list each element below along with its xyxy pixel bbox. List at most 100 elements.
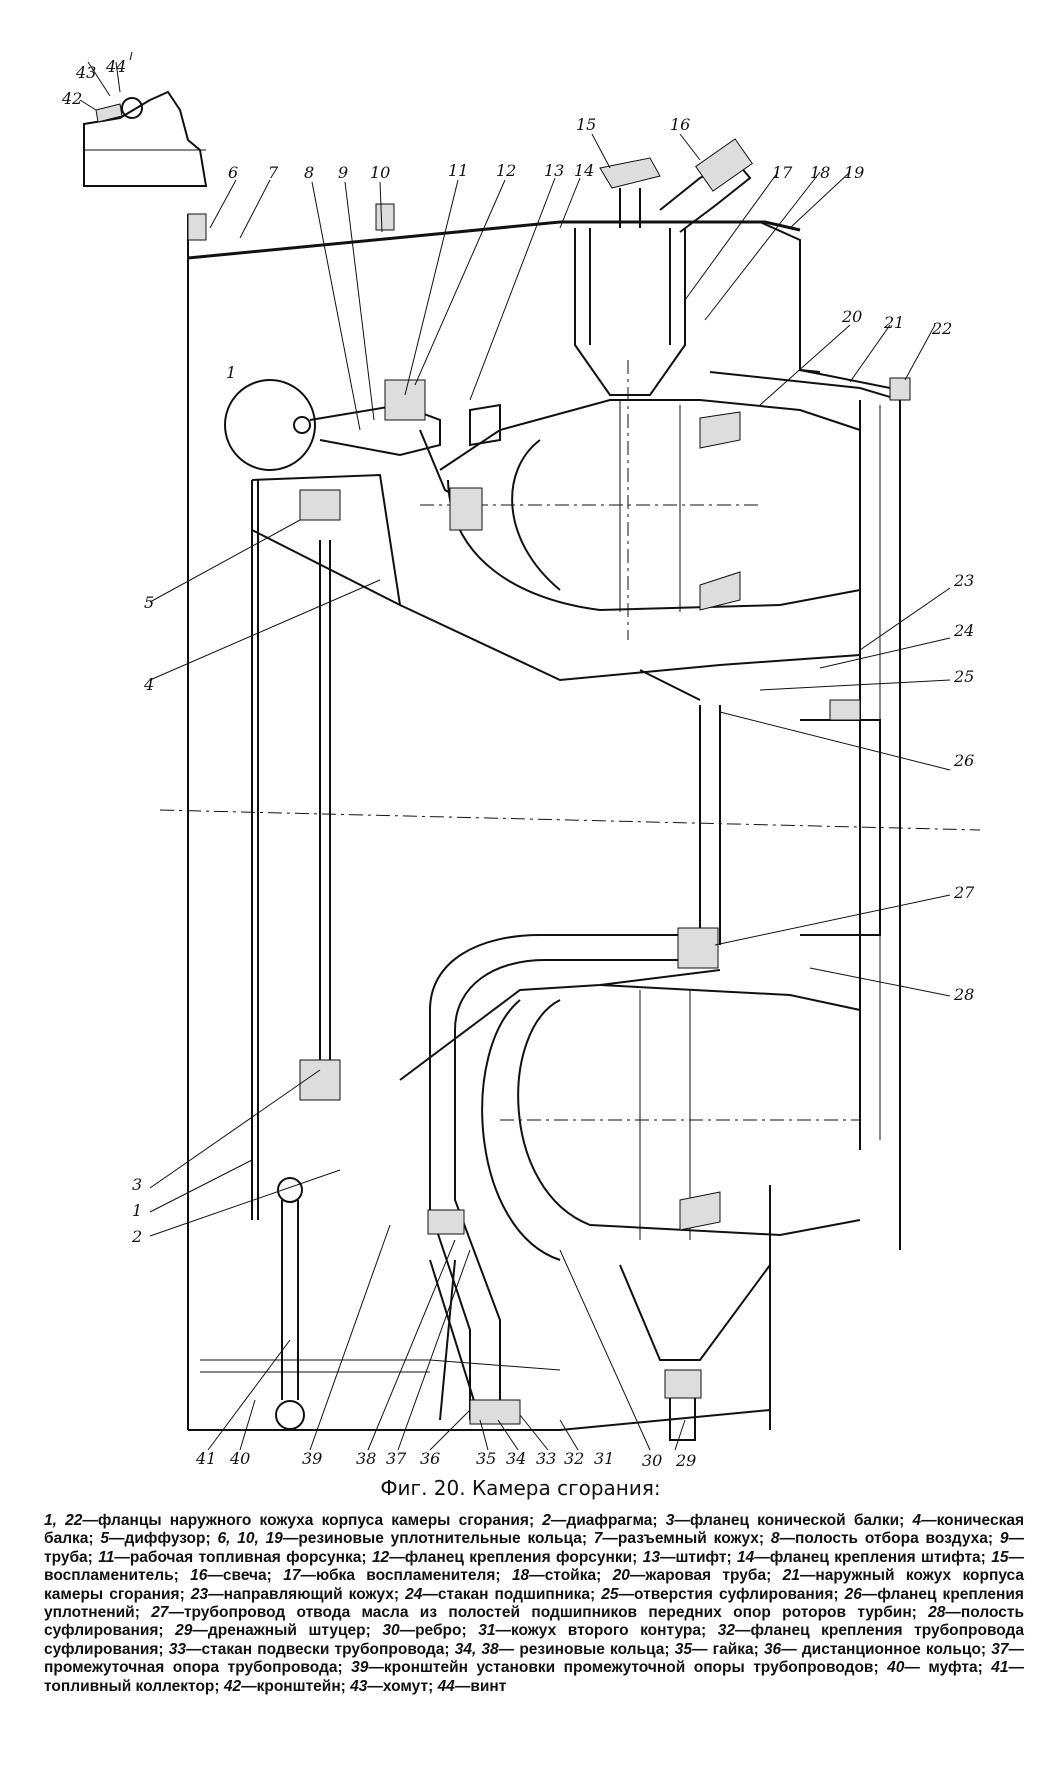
legend-item-text: —полость суфлирования; xyxy=(44,1604,1024,1640)
legend-item-text: —фланец крепления штифта; xyxy=(754,1548,986,1566)
callout-43: 43 xyxy=(75,63,96,82)
legend-item: 3—фланец конической балки; xyxy=(666,1512,905,1529)
legend-item-number: 33 xyxy=(168,1640,186,1658)
legend-item-number: 5 xyxy=(100,1530,110,1548)
bearing-housing xyxy=(639,669,881,945)
legend-item-number: 8 xyxy=(770,1530,780,1548)
legend-item: 14—фланец крепления штифта; xyxy=(737,1549,986,1566)
legend-item-text: —жаровая труба; xyxy=(629,1567,772,1585)
legend-item-text: — резиновые кольца; xyxy=(498,1640,670,1658)
legend-item-number: 28 xyxy=(928,1604,946,1622)
legend-item: 39—кронштейн установки промежуточной опо… xyxy=(351,1659,878,1676)
legend-item-number: 4 xyxy=(912,1512,922,1529)
callout-35: 35 xyxy=(476,1449,496,1468)
legend-item: 15—воспламенитель; xyxy=(44,1549,1024,1584)
legend-item-text: —фланец крепления уплотнений; xyxy=(44,1585,1024,1622)
legend-item: 28—полость суфлирования; xyxy=(44,1604,1024,1639)
callout-38: 38 xyxy=(356,1449,376,1468)
callout-27: 27 xyxy=(953,883,975,902)
legend-item-text: — промежуточная опора трубопровода; xyxy=(44,1640,1024,1677)
callout-20: 20 xyxy=(841,307,862,326)
legend-item-text: — дистанционное кольцо; xyxy=(781,1640,987,1658)
callout-labels: 43 44 42 6 7 8 9 10 11 12 13 14 15 16 17… xyxy=(61,57,975,1470)
callout-25: 25 xyxy=(953,667,974,686)
callout-8: 8 xyxy=(304,163,314,182)
legend-item-text: —фланец конической балки; xyxy=(674,1512,905,1529)
legend-item-number: 27 xyxy=(151,1604,169,1622)
legend-item-text: — гайка; xyxy=(691,1640,759,1658)
legend-item: 12—фланец крепления форсунки; xyxy=(372,1549,637,1566)
legend-item-number: 40 xyxy=(887,1659,905,1677)
legend-item-number: 1, 22 xyxy=(44,1512,83,1529)
legend-item-text: —стойка; xyxy=(529,1567,602,1585)
callout-21: 21 xyxy=(883,313,904,332)
legend-item-number: 29 xyxy=(175,1622,193,1640)
callout-1-lower: 1 xyxy=(132,1201,142,1220)
callout-24: 24 xyxy=(953,621,974,640)
legend-item-number: 23 xyxy=(190,1585,209,1603)
callout-40: 40 xyxy=(229,1449,250,1468)
callout-36: 36 xyxy=(420,1449,440,1468)
drain-fitting xyxy=(619,1264,771,1441)
callout-2: 2 xyxy=(131,1227,142,1246)
legend-item-number: 41 xyxy=(991,1659,1009,1677)
legend-item: 21—наружный кожух корпуса камеры сгорани… xyxy=(44,1567,1024,1602)
legend-item-number: 9 xyxy=(999,1530,1009,1548)
legend-item: 9—труба; xyxy=(44,1530,1024,1565)
legend-item-text: —кожух второго контура; xyxy=(495,1622,707,1640)
legend-item-text: —фланцы наружного кожуха корпуса камеры … xyxy=(82,1512,535,1529)
legend-item-text: —полость отбора воздуха; xyxy=(779,1530,994,1548)
callout-42: 42 xyxy=(61,89,82,108)
callout-13: 13 xyxy=(544,161,564,180)
legend-item-text: —топливный коллектор; xyxy=(44,1659,1024,1695)
callout-15: 15 xyxy=(576,115,596,134)
inset-detail-bracket xyxy=(83,90,208,187)
legend-item-text: —кронштейн установки промежуточной опоры… xyxy=(368,1659,879,1677)
legend-item-number: 13 xyxy=(642,1548,660,1566)
legend-item: 36— дистанционное кольцо; xyxy=(764,1641,986,1658)
legend-item-text: —рабочая топливная форсунка; xyxy=(114,1548,367,1566)
callout-7: 7 xyxy=(268,163,279,182)
legend-item-number: 34, 38 xyxy=(454,1640,499,1658)
legend-item: 7—разъемный кожух; xyxy=(594,1530,764,1547)
legend-item-text: —отверстия суфлирования; xyxy=(618,1585,839,1603)
legend-item-number: 16 xyxy=(190,1567,208,1585)
legend-item-number: 6, 10, 19 xyxy=(217,1530,283,1548)
legend-item-text: — муфта; xyxy=(904,1659,983,1677)
callout-17: 17 xyxy=(772,163,793,182)
legend-item: 25—отверстия суфлирования; xyxy=(601,1586,838,1603)
callout-28: 28 xyxy=(953,985,974,1004)
callout-9: 9 xyxy=(338,163,348,182)
legend-item-number: 36 xyxy=(763,1640,782,1658)
legend-item: 32—фланец крепления трубопровода суфлиро… xyxy=(44,1622,1024,1657)
legend-item-text: —направляющий кожух; xyxy=(208,1585,400,1603)
callout-26: 26 xyxy=(953,751,974,770)
legend-item: 29—дренажный штуцер; xyxy=(175,1622,371,1639)
callout-34: 34 xyxy=(506,1449,526,1468)
igniter-assembly xyxy=(574,138,753,396)
legend-item-text: —стакан подшипника; xyxy=(422,1585,596,1603)
callout-5: 5 xyxy=(144,593,154,612)
legend-item-number: 31 xyxy=(478,1622,496,1640)
callout-22: 22 xyxy=(931,319,952,338)
legend-item-text: —трубопровод отвода масла из полостей по… xyxy=(168,1604,917,1622)
callout-14: 14 xyxy=(574,161,594,180)
legend-item: 23—направляющий кожух; xyxy=(191,1586,399,1603)
legend-item-number: 20 xyxy=(612,1567,630,1585)
legend-item-number: 30 xyxy=(382,1622,400,1640)
legend-item: 37— промежуточная опора трубопровода; xyxy=(44,1641,1024,1676)
legend-item: 43—хомут; xyxy=(350,1678,433,1695)
legend-item-text: —юбка воспламенителя; xyxy=(300,1567,501,1585)
legend-item-number: 18 xyxy=(511,1567,530,1585)
legend-item-text: —наружный кожух корпуса камеры сгорания; xyxy=(44,1567,1024,1603)
callout-41: 41 xyxy=(195,1449,216,1468)
legend-item-text: —разъемный кожух; xyxy=(602,1530,765,1548)
legend-item: 42—кронштейн; xyxy=(224,1678,346,1695)
legend-item-text: —кронштейн; xyxy=(241,1677,346,1695)
legend-item-text: —резиновые уплотнительные кольца; xyxy=(282,1530,587,1548)
legend-item: 44—винт xyxy=(438,1678,507,1695)
callout-30: 30 xyxy=(642,1451,662,1470)
callout-39: 39 xyxy=(302,1449,322,1468)
callout-6: 6 xyxy=(228,163,238,182)
callout-12: 12 xyxy=(496,161,516,180)
